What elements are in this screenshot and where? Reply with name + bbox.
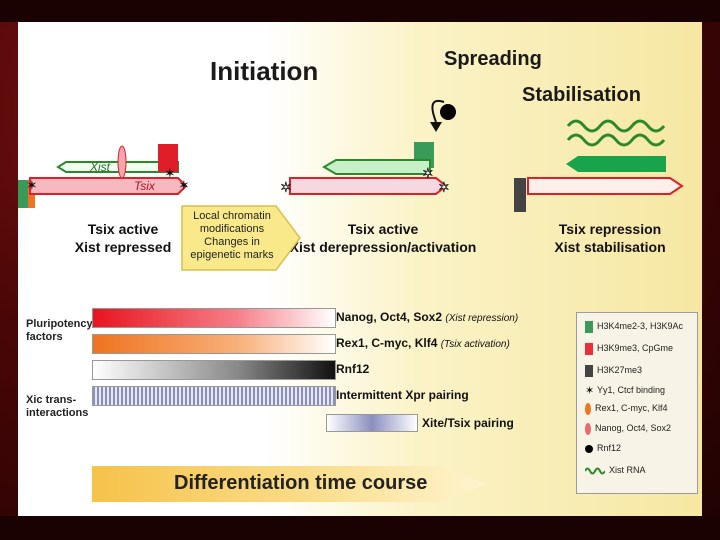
legend-label-rnf12: Rnf12 bbox=[597, 443, 622, 453]
row-label-xic-line1: Xic trans- bbox=[26, 394, 77, 406]
left-gene-diagram: ✶ ✶ ✶ bbox=[18, 144, 190, 208]
legend-label-xist-rna: Xist RNA bbox=[609, 465, 646, 475]
legend-label-h3k4: H3K4me2-3, H3K9Ac bbox=[597, 321, 684, 331]
star-icon: ✶ bbox=[438, 179, 450, 195]
arrow-box-line3: Changes in bbox=[204, 236, 260, 248]
caption-middle: Tsix active Xist derepression/activation bbox=[288, 220, 478, 256]
caption-right-line2: Xist stabilisation bbox=[554, 239, 666, 255]
star-icon: ✶ bbox=[178, 177, 190, 193]
timecourse-arrow bbox=[92, 466, 486, 502]
star-icon: ✶ bbox=[422, 165, 434, 181]
bar-label-rex1-text: Rex1, C-myc, Klf4 bbox=[336, 336, 438, 350]
bar-label-xpr-text: Intermittent Xpr pairing bbox=[336, 388, 469, 402]
star-icon: ✶ bbox=[26, 177, 38, 193]
wavy-line-icon bbox=[566, 119, 666, 133]
bar-note-rex1: (Tsix activation) bbox=[440, 339, 510, 350]
caption-right-line1: Tsix repression bbox=[558, 221, 662, 237]
legend-label-yy1: Yy1, Ctcf binding bbox=[597, 385, 666, 395]
red-block-left bbox=[158, 144, 178, 172]
right-gene-diagram bbox=[514, 119, 684, 212]
bar-label-xpr: Intermittent Xpr pairing bbox=[336, 388, 469, 402]
pink-oval-left bbox=[117, 145, 127, 179]
legend-item-xist-rna: Xist RNA bbox=[585, 463, 646, 477]
caption-left: Tsix active Xist repressed bbox=[68, 220, 178, 256]
legend-item-h3k4: H3K4me2-3, H3K9Ac bbox=[585, 319, 683, 333]
arrow-box-line4: epigenetic marks bbox=[190, 249, 274, 261]
red-bar-icon bbox=[585, 342, 593, 355]
curved-arrow bbox=[431, 100, 445, 123]
legend-item-yy1: ✶Yy1, Ctcf binding bbox=[585, 383, 665, 397]
slide-panel: Initiation Spreading Stabilisation ✶ ✶ ✶… bbox=[18, 22, 702, 516]
middle-gene-diagram: ✶ ✶ ✶ bbox=[280, 100, 456, 195]
green-mark-left bbox=[18, 180, 28, 208]
bar-rex1 bbox=[92, 334, 336, 354]
bar-note-nanog: (Xist repression) bbox=[445, 313, 519, 324]
top-dark-strip bbox=[0, 0, 720, 22]
caption-middle-line2: Xist derepression/activation bbox=[289, 239, 477, 255]
tsix-arrow-left bbox=[29, 177, 188, 195]
xist-arrow-right bbox=[566, 156, 666, 172]
legend-label-h3k27me3: H3K27me3 bbox=[597, 365, 643, 375]
chromatin-arrow-text: Local chromatin modifications Changes in… bbox=[184, 210, 280, 262]
legend-item-rnf12: Rnf12 bbox=[585, 441, 621, 455]
wavy-line-icon bbox=[585, 467, 605, 475]
bottom-dark-strip bbox=[0, 516, 720, 540]
bar-xite-tsix-pairing bbox=[326, 414, 418, 432]
star-icon: ✶ bbox=[164, 165, 176, 181]
row-label-xic: Xic trans- interactions bbox=[26, 394, 88, 420]
row-label-xic-line2: interactions bbox=[26, 407, 89, 419]
bar-label-xite: Xite/Tsix pairing bbox=[422, 416, 514, 430]
green-bar-icon bbox=[585, 320, 593, 333]
row-label-pluripotency-line2: factors bbox=[26, 331, 63, 343]
caption-left-line1: Tsix active bbox=[87, 221, 159, 237]
gene-diagrams: ✶ ✶ ✶ ✶ ✶ ✶ Xist Tsix bbox=[18, 100, 684, 212]
tsix-arrow-middle bbox=[289, 177, 448, 195]
legend-label-h3k9me3: H3K9me3, CpGme bbox=[597, 343, 674, 353]
caption-left-line2: Xist repressed bbox=[74, 239, 172, 255]
legend-label-nanog: Nanog, Oct4, Sox2 bbox=[595, 423, 672, 433]
arrow-box-line2: modifications bbox=[199, 223, 265, 235]
legend-item-nanog: Nanog, Oct4, Sox2 bbox=[585, 421, 671, 435]
bar-label-xite-text: Xite/Tsix pairing bbox=[422, 416, 514, 430]
caption-right: Tsix repression Xist stabilisation bbox=[540, 220, 680, 256]
red-oval-icon bbox=[585, 422, 591, 435]
bar-label-nanog-text: Nanog, Oct4, Sox2 bbox=[336, 310, 443, 324]
chromatin-arrow bbox=[181, 205, 301, 271]
caption-middle-line1: Tsix active bbox=[347, 221, 419, 237]
bar-nanog bbox=[92, 308, 336, 328]
star-icon: ✶ bbox=[585, 384, 595, 397]
stage-spreading: Spreading bbox=[444, 48, 542, 70]
legend-label-rex1: Rex1, C-myc, Klf4 bbox=[595, 403, 668, 413]
stage-initiation: Initiation bbox=[210, 56, 319, 86]
bar-rnf12 bbox=[92, 360, 336, 380]
wavy-line-icon bbox=[566, 133, 666, 147]
tsix-arrow-right bbox=[527, 177, 684, 195]
curved-arrow-head bbox=[430, 122, 442, 132]
gray-bar-icon bbox=[585, 364, 593, 377]
orange-oval-icon bbox=[585, 402, 591, 415]
legend-item-h3k9me3: H3K9me3, CpGme bbox=[585, 341, 673, 355]
row-label-pluripotency: Pluripotency factors bbox=[26, 318, 93, 344]
row-label-pluripotency-line1: Pluripotency bbox=[26, 318, 93, 330]
stage-stabilisation: Stabilisation bbox=[522, 84, 641, 106]
bar-label-nanog: Nanog, Oct4, Sox2 (Xist repression) bbox=[336, 310, 518, 324]
arrow-box-line1: Local chromatin bbox=[193, 210, 271, 222]
legend: H3K4me2-3, H3K9Ac H3K9me3, CpGme H3K27me… bbox=[576, 312, 698, 494]
tsix-gene-label: Tsix bbox=[134, 179, 156, 193]
xist-arrow-middle bbox=[322, 159, 431, 175]
bar-xpr-pairing bbox=[92, 386, 336, 406]
legend-item-h3k27me3: H3K27me3 bbox=[585, 363, 642, 377]
gray-block-right bbox=[514, 178, 526, 212]
timecourse-label: Differentiation time course bbox=[174, 472, 428, 494]
black-dot-icon bbox=[440, 104, 456, 120]
black-dot-icon bbox=[585, 444, 593, 453]
xist-gene-label: Xist bbox=[89, 160, 111, 174]
bar-label-rex1: Rex1, C-myc, Klf4 (Tsix activation) bbox=[336, 336, 510, 350]
star-icon: ✶ bbox=[280, 179, 292, 195]
legend-item-rex1: Rex1, C-myc, Klf4 bbox=[585, 401, 668, 415]
bar-label-rnf12: Rnf12 bbox=[336, 362, 369, 376]
bar-label-rnf12-text: Rnf12 bbox=[336, 362, 370, 376]
